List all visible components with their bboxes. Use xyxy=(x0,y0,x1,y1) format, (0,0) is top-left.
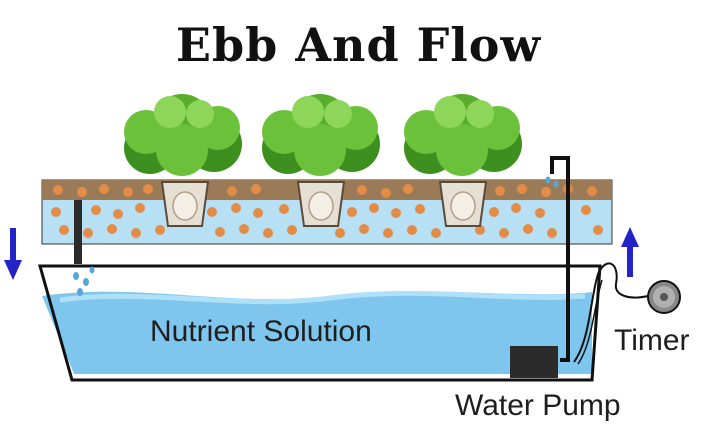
water-pump-icon xyxy=(510,346,558,378)
timer-cable-inner xyxy=(577,279,603,365)
timer-cable xyxy=(573,262,649,363)
up-arrow-icon xyxy=(621,227,639,277)
reservoir-water xyxy=(42,291,592,374)
timer-label: Timer xyxy=(614,324,690,357)
drain-droplets xyxy=(73,266,95,296)
diagram-title: Ebb And Flow xyxy=(175,18,542,72)
net-pot-3 xyxy=(438,181,488,227)
reservoir-tank xyxy=(38,264,602,382)
lettuce-plant-3 xyxy=(404,94,522,176)
clay-pebbles xyxy=(51,184,603,238)
water-pump-label: Water Pump xyxy=(455,389,621,422)
net-pot-1 xyxy=(160,181,210,227)
net-pot-2 xyxy=(296,181,346,227)
nutrient-solution-label: Nutrient Solution xyxy=(150,315,372,348)
feed-pipe xyxy=(550,156,570,362)
down-arrow-icon xyxy=(4,228,22,280)
lettuce-plant-2 xyxy=(262,94,380,176)
timer-icon xyxy=(647,280,681,314)
reservoir-surface-highlight xyxy=(59,290,586,305)
lettuce-plant-1 xyxy=(124,94,242,176)
feed-droplets xyxy=(545,176,559,188)
drain-pipe xyxy=(74,200,82,264)
